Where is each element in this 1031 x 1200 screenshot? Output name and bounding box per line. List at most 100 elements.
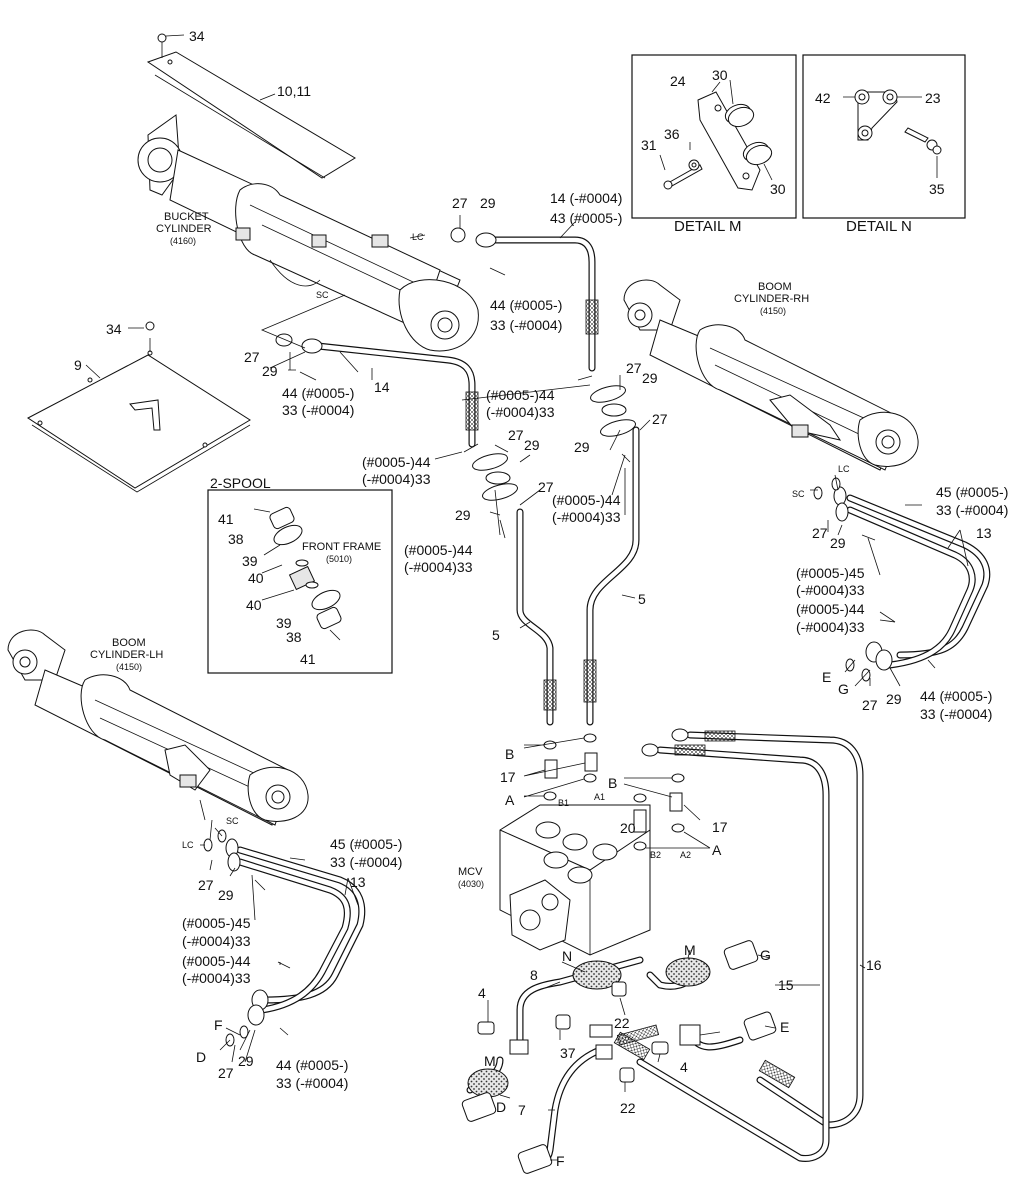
callout: 5 xyxy=(638,591,646,607)
spool-title: 2-SPOOL xyxy=(210,475,271,491)
callouts-top: 34 10,11 27 29 14 (-#0004) 43 (#0005-) 4… xyxy=(74,28,622,418)
callout: (-#0004)33 xyxy=(182,970,251,986)
boom-rh-label: BOOM xyxy=(758,281,792,293)
callout: 39 xyxy=(276,615,292,631)
callout: 42 xyxy=(815,90,831,106)
callout: 22 xyxy=(614,1015,630,1031)
callout: 7 xyxy=(518,1102,526,1118)
bucket-cylinder xyxy=(137,114,479,352)
front-frame-code: (5010) xyxy=(326,554,352,564)
callout: B xyxy=(608,775,617,791)
callout: 29 xyxy=(218,887,234,903)
callout: 27 xyxy=(538,479,554,495)
callout: (#0005-)44 xyxy=(182,953,251,969)
callout: 33 (-#0004) xyxy=(330,854,402,870)
callout: 15 xyxy=(778,977,794,993)
callout: 31 xyxy=(641,137,657,153)
callout: (-#0004)33 xyxy=(486,404,555,420)
hoses-top xyxy=(275,227,640,726)
port-a2: A2 xyxy=(680,850,691,860)
hoses-15-16 xyxy=(613,728,864,1162)
port-b1: B1 xyxy=(558,798,569,808)
callout: 13 xyxy=(350,874,366,890)
callout: 45 (#0005-) xyxy=(936,484,1008,500)
port-lc: LC xyxy=(182,840,194,850)
callout: 44 (#0005-) xyxy=(920,688,992,704)
callout: N xyxy=(562,948,572,964)
callout: 27 xyxy=(452,195,468,211)
bucket-cylinder-label: BUCKET xyxy=(164,211,209,223)
bucket-cylinder-label: CYLINDER xyxy=(156,223,212,235)
callout: 27 xyxy=(812,525,828,541)
callout: 27 xyxy=(244,349,260,365)
callout: 33 (-#0004) xyxy=(282,402,354,418)
callout: (#0005-)44 xyxy=(486,387,555,403)
detail-labels: DETAIL M DETAIL N 24 30 36 31 30 42 23 3… xyxy=(641,67,945,235)
boom-lh-code: (4150) xyxy=(116,662,142,672)
callout: D xyxy=(496,1099,506,1115)
callout: 17 xyxy=(712,819,728,835)
callout: 39 xyxy=(242,553,258,569)
callout: 38 xyxy=(286,629,302,645)
access-plate xyxy=(27,321,251,493)
boom-cylinder-lh xyxy=(7,629,309,826)
mcv-block xyxy=(499,804,651,956)
callout: 43 (#0005-) xyxy=(550,210,622,226)
callout: 29 xyxy=(574,439,590,455)
callouts-mcv: B 17 A B 17 20 A 16 15 N M G 8 4 22 37 E… xyxy=(478,746,882,1169)
callouts-center: (#0005-)44 (-#0004)33 27 29 (#0005-)44 (… xyxy=(362,360,668,643)
callout: 24 xyxy=(670,73,686,89)
callout: 27 xyxy=(652,411,668,427)
callout: 41 xyxy=(218,511,234,527)
callout: (-#0004)33 xyxy=(182,933,251,949)
port-sc: SC xyxy=(226,816,239,826)
boom-rh-label: CYLINDER-RH xyxy=(734,293,809,305)
boom-cylinder-rh xyxy=(623,279,919,471)
mcv-code: (4030) xyxy=(458,879,484,889)
callout: 34 xyxy=(106,321,122,337)
callout: 22 xyxy=(620,1100,636,1116)
callout: 17 xyxy=(500,769,516,785)
callout: (-#0004)33 xyxy=(796,619,865,635)
mcv-fittings xyxy=(523,733,711,851)
callout: (-#0004)33 xyxy=(552,509,621,525)
callout: (-#0004)33 xyxy=(362,471,431,487)
callout: 14 xyxy=(374,379,390,395)
callout: 13 xyxy=(976,525,992,541)
callout: 5 xyxy=(492,627,500,643)
callout: A xyxy=(505,792,515,808)
component-labels: BUCKET CYLINDER (4160) BOOM CYLINDER-RH … xyxy=(90,211,809,889)
callout: 29 xyxy=(886,691,902,707)
callout: 27 xyxy=(218,1065,234,1081)
callout: F xyxy=(556,1153,565,1169)
callout: 23 xyxy=(925,90,941,106)
port-lc: LC xyxy=(412,232,424,242)
mcv-label: MCV xyxy=(458,866,483,878)
port-labels: LC SC LC SC LC SC B1 A1 B2 A2 xyxy=(182,232,850,860)
callout: (#0005-)45 xyxy=(796,565,865,581)
callout: 30 xyxy=(770,181,786,197)
callout: 20 xyxy=(620,820,636,836)
callout: 29 xyxy=(830,535,846,551)
callout: 29 xyxy=(262,363,278,379)
callout: 27 xyxy=(198,877,214,893)
callout: 29 xyxy=(524,437,540,453)
boom-rh-code: (4150) xyxy=(760,306,786,316)
hoses-lh xyxy=(203,829,366,1047)
spool-labels: 2-SPOOL FRONT FRAME (5010) 41 38 39 40 4… xyxy=(210,475,381,667)
callout: E xyxy=(822,669,831,685)
callout: (#0005-)44 xyxy=(362,454,431,470)
callout: 29 xyxy=(642,370,658,386)
callout: 33 (-#0004) xyxy=(920,706,992,722)
callout: 27 xyxy=(862,697,878,713)
callout: 10,11 xyxy=(277,83,311,99)
callout: 41 xyxy=(300,651,316,667)
callout: 27 xyxy=(508,427,524,443)
callout: 40 xyxy=(248,570,264,586)
callout: 30 xyxy=(712,67,728,83)
callout: (-#0004)33 xyxy=(404,559,473,575)
callout: G xyxy=(838,681,849,697)
callout: A xyxy=(712,842,722,858)
front-frame-label: FRONT FRAME xyxy=(302,541,381,553)
